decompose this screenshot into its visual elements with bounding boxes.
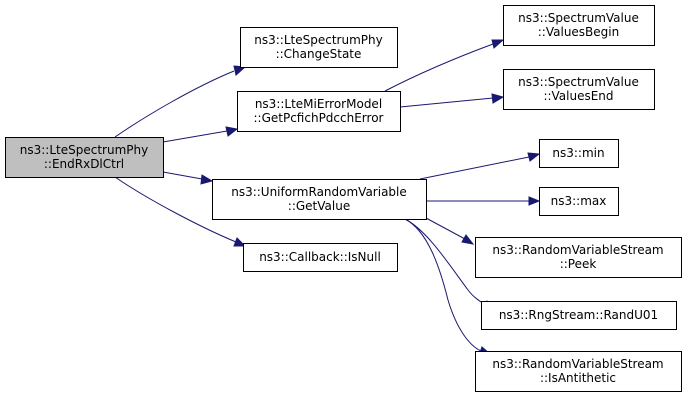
edge-layer (114, 39, 541, 356)
arrowhead (233, 65, 247, 76)
node-label-line: ns3::min (552, 146, 604, 160)
edge-get-value-to-max (426, 196, 541, 206)
node-layer: ns3::LteSpectrumPhy::EndRxDlCtrlns3::Lte… (5, 5, 682, 392)
node-label-line: ns3::LteMiErrorModel (255, 97, 382, 111)
node-change-state[interactable]: ns3::LteSpectrumPhy::ChangeState (240, 27, 398, 68)
node-label-line: ::ChangeState (276, 47, 362, 61)
node-values-end[interactable]: ns3::SpectrumValue::ValuesEnd (503, 69, 655, 110)
edge-line (404, 218, 482, 352)
edge-end-rx-dl-ctrl-to-get-value (162, 171, 214, 185)
edge-end-rx-dl-ctrl-to-get-pcfich-pdcch-error (162, 126, 239, 143)
node-label-line: ::EndRxDlCtrl (44, 157, 124, 171)
arrowhead (200, 174, 214, 185)
node-label-line: ns3::SpectrumValue (518, 11, 639, 25)
node-get-value[interactable]: ns3::UniformRandomVariable::GetValue (212, 179, 427, 220)
node-values-begin[interactable]: ns3::SpectrumValue::ValuesBegin (503, 5, 655, 46)
node-get-pcfich-pdcch-error[interactable]: ns3::LteMiErrorModel::GetPcfichPdcchErro… (237, 91, 401, 132)
node-box (212, 179, 427, 220)
node-box (503, 5, 655, 46)
node-label-line: ::ValuesBegin (538, 25, 619, 39)
node-box (243, 243, 398, 272)
node-max[interactable]: ns3::max (539, 187, 619, 216)
node-label-line: ns3::RandomVariableStream (492, 243, 663, 257)
edge-get-pcfich-pdcch-error-to-values-end (399, 93, 505, 108)
node-box (539, 187, 619, 216)
arrowhead (491, 39, 505, 49)
node-is-null[interactable]: ns3::Callback::IsNull (243, 243, 398, 272)
node-end-rx-dl-ctrl[interactable]: ns3::LteSpectrumPhy::EndRxDlCtrl (5, 137, 164, 178)
node-rand-u01[interactable]: ns3::RngStream::RandU01 (481, 301, 677, 330)
node-box (539, 139, 619, 168)
node-label-line: ::ValuesEnd (543, 89, 613, 103)
node-label-line: ns3::Callback::IsNull (259, 250, 381, 264)
node-box (481, 301, 677, 330)
node-label-line: ::GetValue (288, 199, 350, 213)
arrowhead (491, 93, 505, 104)
node-is-antithetic[interactable]: ns3::RandomVariableStream::IsAntithetic (475, 351, 682, 392)
node-box (237, 91, 401, 132)
arrowhead (233, 237, 247, 247)
node-min[interactable]: ns3::min (539, 139, 619, 168)
node-label-line: ns3::UniformRandomVariable (231, 185, 407, 199)
node-box (475, 351, 682, 392)
edge-line (114, 176, 237, 243)
edge-end-rx-dl-ctrl-to-is-null (114, 176, 247, 247)
edge-get-value-to-peek (425, 217, 475, 245)
arrowhead (461, 234, 475, 245)
node-label-line: ns3::LteSpectrumPhy (20, 143, 148, 157)
node-label-line: ::GetPcfichPdcchError (254, 111, 384, 125)
node-label-line: ns3::max (551, 194, 607, 208)
edge-get-pcfich-pdcch-error-to-values-begin (384, 39, 505, 92)
edge-line (425, 217, 466, 240)
edge-line (419, 156, 530, 180)
edge-line (384, 43, 494, 92)
edge-line (162, 130, 228, 143)
node-label-line: ::Peek (560, 257, 597, 271)
arrowhead (527, 152, 541, 162)
node-peek[interactable]: ns3::RandomVariableStream::Peek (475, 237, 682, 278)
node-box (503, 69, 655, 110)
node-label-line: ns3::SpectrumValue (518, 75, 639, 89)
edge-get-value-to-min (419, 152, 541, 180)
node-label-line: ns3::LteSpectrumPhy (254, 33, 382, 47)
arrowhead (528, 196, 541, 206)
node-label-line: ns3::RngStream::RandU01 (499, 308, 658, 322)
node-box (5, 137, 164, 178)
edge-line (162, 171, 203, 180)
edge-end-rx-dl-ctrl-to-change-state (114, 65, 247, 138)
edge-line (114, 70, 235, 138)
edge-line (399, 97, 494, 108)
node-label-line: ::IsAntithetic (540, 371, 616, 385)
arrowhead (225, 126, 239, 137)
node-box (475, 237, 682, 278)
edge-line (404, 218, 487, 306)
node-label-line: ns3::RandomVariableStream (492, 357, 663, 371)
node-box (240, 27, 398, 68)
